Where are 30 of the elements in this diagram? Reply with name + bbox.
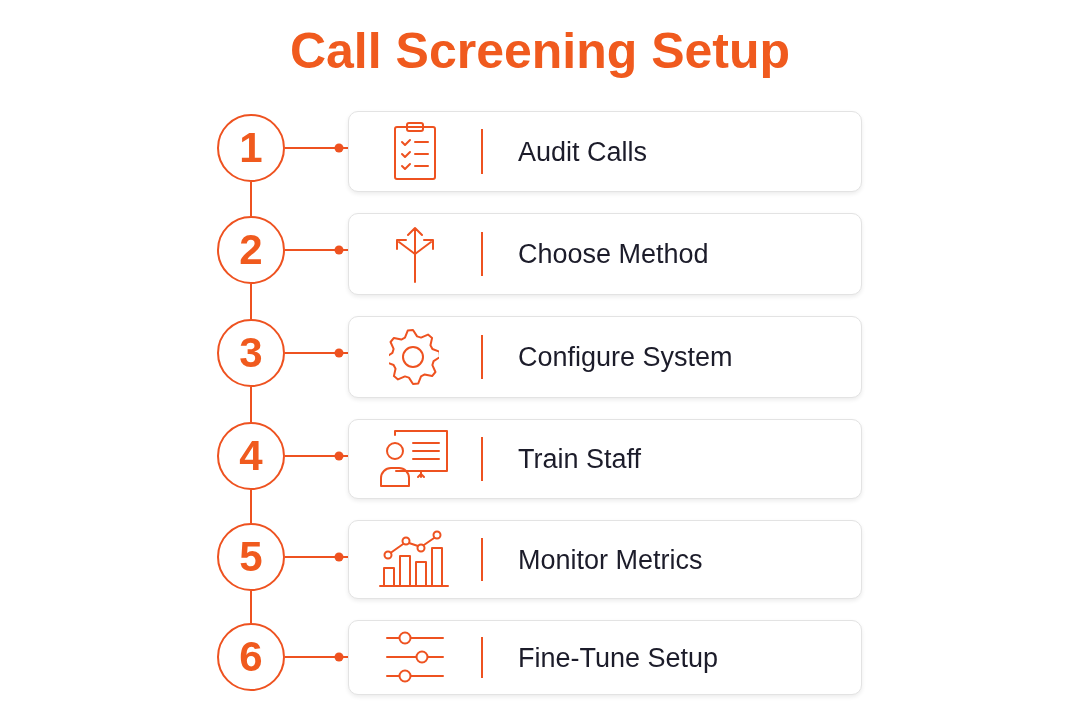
step-number: 4: [239, 435, 263, 477]
timeline-line: [250, 590, 252, 624]
step-card: [348, 316, 862, 398]
timeline-line: [250, 283, 252, 320]
step-card: [348, 419, 862, 499]
step-card: [348, 520, 862, 599]
step-label: Train Staff: [518, 443, 642, 475]
connector-line: [284, 652, 349, 662]
connector-line: [284, 245, 349, 255]
connector-line: [284, 348, 349, 358]
connector-line: [284, 451, 349, 461]
timeline-line: [250, 181, 252, 217]
step-label: Choose Method: [518, 238, 709, 270]
step-number: 2: [239, 229, 263, 271]
connector-line: [284, 143, 349, 153]
step-label: Configure System: [518, 341, 733, 373]
step-label: Monitor Metrics: [518, 544, 703, 575]
step-number: 1: [239, 127, 263, 169]
step-number: 6: [239, 636, 263, 678]
step-card: [348, 620, 862, 695]
step-card: [348, 213, 862, 295]
timeline-line: [250, 489, 252, 524]
step-number: 5: [239, 536, 263, 578]
step-label: Audit Calls: [518, 136, 648, 167]
connector-line: [284, 552, 349, 562]
step-card: [348, 111, 862, 192]
timeline-line: [250, 386, 252, 423]
title: Call Screening Setup: [288, 22, 792, 80]
step-label: Fine-Tune Setup: [518, 642, 719, 673]
step-number: 3: [239, 332, 263, 374]
